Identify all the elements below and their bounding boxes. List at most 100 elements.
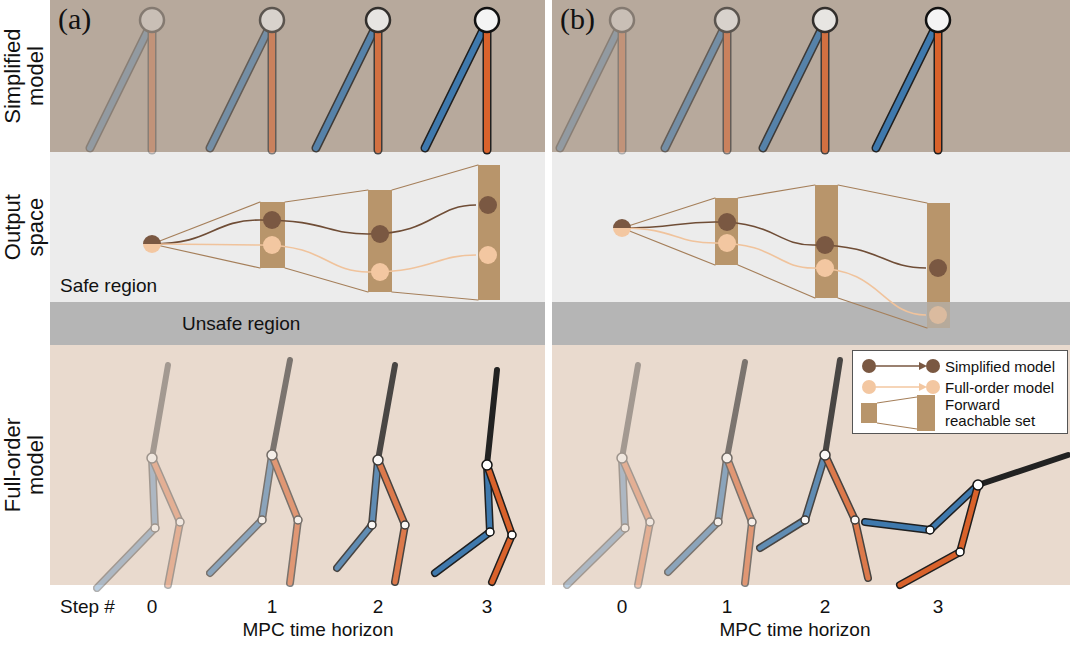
thigh (152, 458, 180, 522)
thigh (718, 458, 727, 522)
shin (210, 520, 262, 573)
full-order-figure (97, 365, 184, 588)
pivot-mass (926, 8, 950, 32)
thigh (378, 460, 405, 525)
knee-joint (151, 524, 159, 532)
shin (567, 528, 625, 585)
start-point-bottom (613, 228, 631, 237)
blue-leg-outline (560, 22, 622, 148)
step-number: 0 (147, 597, 158, 616)
panel-letter: (a) (58, 4, 91, 34)
legend-point (862, 380, 876, 394)
step-number: 2 (820, 597, 831, 616)
reachable-bound (392, 165, 478, 190)
shin-outline (855, 520, 868, 578)
reachable-set (368, 190, 392, 292)
shin (865, 522, 930, 530)
thigh (960, 485, 978, 552)
thigh-outline (805, 455, 825, 520)
row-label: Full-order model (1, 405, 47, 525)
legend-text: Full-order model (945, 380, 1054, 395)
legend-arrow (876, 365, 923, 367)
legend-arrowhead (919, 362, 927, 370)
thigh (622, 458, 650, 522)
hip-joint (617, 453, 627, 463)
orange-leg-outline (268, 22, 277, 150)
knee-joint (176, 518, 184, 526)
shin-outline (668, 522, 718, 572)
orange-leg (269, 22, 275, 150)
simplified-band (552, 0, 1070, 152)
orange-leg-outline (374, 22, 383, 150)
blue-leg (665, 22, 727, 148)
pivot-mass (366, 8, 390, 32)
full-order-figure (668, 362, 756, 583)
full-order-figure (210, 360, 302, 583)
legend-point (926, 380, 940, 394)
simplified-figure (876, 8, 950, 150)
knee-joint (748, 518, 756, 526)
reachable-bound (838, 185, 927, 203)
legend-set (861, 403, 877, 423)
orange-leg (724, 22, 730, 150)
shin (435, 532, 490, 573)
start-point-bottom (143, 244, 161, 253)
thigh (487, 465, 512, 535)
blue-leg-outline (665, 22, 727, 148)
knee-joint (401, 521, 409, 529)
full-order-point (371, 263, 389, 281)
step-number: 2 (373, 597, 384, 616)
thigh-outline (718, 458, 727, 522)
simplified-figure (316, 8, 390, 150)
full-order-figure (435, 370, 516, 582)
blue-leg (90, 22, 152, 148)
thigh-outline (727, 458, 752, 522)
orange-leg-outline (723, 22, 732, 150)
full-order-figure (865, 455, 1068, 585)
blue-leg-outline (763, 22, 825, 148)
thigh (727, 458, 752, 522)
blue-leg (425, 22, 487, 148)
shin (337, 525, 372, 568)
axis-title: MPC time horizon (243, 620, 394, 639)
step-number: 1 (267, 597, 278, 616)
reachable-bound (152, 244, 260, 268)
reachable-set (260, 202, 285, 268)
shin-outline (567, 528, 625, 585)
thigh (262, 455, 272, 520)
blue-leg-outline (876, 22, 938, 148)
orange-leg (149, 22, 155, 150)
orange-leg-outline (483, 22, 492, 150)
simplified-point (371, 225, 389, 243)
thigh-outline (960, 485, 978, 552)
start-point-top (613, 219, 631, 228)
simplified-figure (763, 8, 837, 150)
step-number: 1 (722, 597, 733, 616)
reachable-bound (738, 185, 815, 198)
unsafe-band (50, 302, 545, 345)
thigh-outline (372, 460, 378, 525)
unsafe-band (552, 302, 1070, 345)
row-label: Simplified model (1, 1, 47, 151)
shin (492, 535, 512, 582)
full-order-figure (337, 365, 409, 582)
simplified-figure (210, 8, 284, 150)
thigh-outline (487, 465, 512, 535)
simplified-point (718, 213, 736, 231)
shin (760, 520, 805, 548)
hip-joint (267, 450, 277, 460)
hip-joint (147, 453, 157, 463)
orange-leg-outline (821, 22, 830, 150)
torso (152, 365, 168, 458)
knee-joint (646, 518, 654, 526)
knee-joint (714, 518, 722, 526)
shin-outline (337, 525, 372, 568)
simplified-figure (90, 8, 164, 150)
trajectory (152, 205, 476, 244)
pivot-mass (260, 8, 284, 32)
start-point-top (143, 235, 161, 244)
shin (668, 522, 718, 572)
orange-leg (619, 22, 625, 150)
torso (272, 360, 290, 455)
blue-leg-outline (210, 22, 272, 148)
